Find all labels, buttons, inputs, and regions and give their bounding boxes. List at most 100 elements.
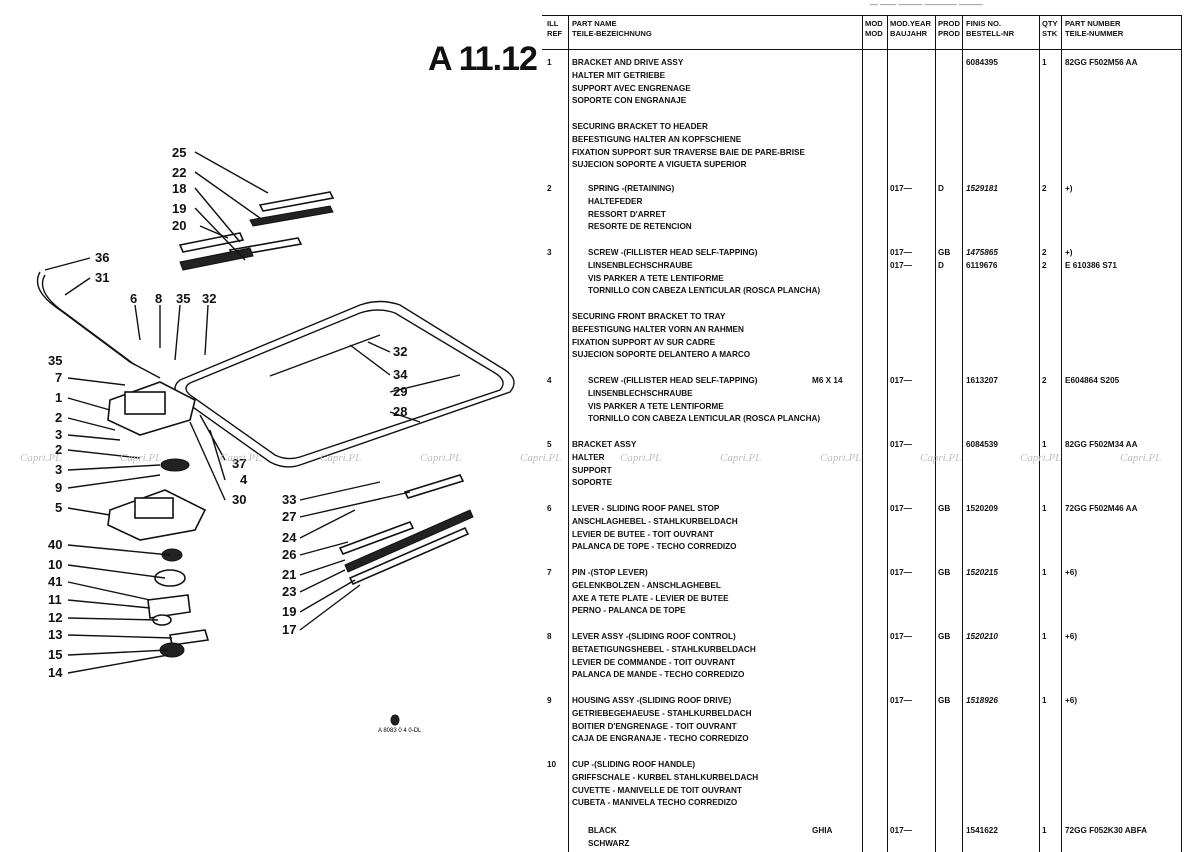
part-name-line: SUPPORT AVEC ENGRENAGE <box>572 83 691 93</box>
ill-ref-cell: 10 <box>547 760 557 769</box>
part-name-line: CUP -(SLIDING ROOF HANDLE) <box>572 760 696 769</box>
part-name-line: PALANCA DE MANDE - TECHO CORREDIZO <box>572 670 745 680</box>
watermark-text: Capri.PL <box>620 452 662 464</box>
prod-cell: GB <box>938 503 962 516</box>
callout-41: 41 <box>48 574 62 589</box>
mod-year-cell-value: 017— <box>890 826 912 835</box>
part-name-line: TORNILLO CON CABEZA LENTICULAR (ROSCA PL… <box>588 286 821 296</box>
part-number-cell: +6) <box>1065 631 1180 644</box>
callout-19b: 19 <box>282 604 296 619</box>
mod-year-cell-value: 017— <box>890 376 912 385</box>
watermark-text: Capri.PL <box>220 452 262 464</box>
mod-year-cell-value-2: 017— <box>890 260 912 270</box>
column-divider <box>1039 15 1040 852</box>
finis-number-cell: 1613207 <box>966 375 1040 388</box>
part-name-line: BEFESTIGUNG HALTER AN KOPFSCHIENE <box>572 134 742 144</box>
qty-cell: 2 <box>1042 375 1062 388</box>
callout-30: 30 <box>232 492 246 507</box>
callout-17: 17 <box>282 622 296 637</box>
part-name-line: LEVER ASSY -(SLIDING ROOF CONTROL) <box>572 632 736 641</box>
part-number-cell-value: +6) <box>1065 568 1078 577</box>
part-number-cell-value: 72GG F052K30 ABFA <box>1065 826 1148 835</box>
finis-number-cell-value: 1518926 <box>966 696 998 705</box>
part-name-line: FIXATION SUPPORT SUR TRAVERSE BAIE DE PA… <box>572 147 805 157</box>
part-name-line: SUJECION SOPORTE A VIGUETA SUPERIOR <box>572 160 747 170</box>
prod-cell-value: GB <box>938 248 951 257</box>
mod-year-cell: 017— <box>890 695 936 708</box>
part-name-line: HALTEFEDER <box>588 196 643 206</box>
header-rule-top <box>542 15 1182 16</box>
part-name-cell: SCREW -(FILLISTER HEAD SELF-TAPPING) LINS… <box>572 375 878 426</box>
watermark-text: Capri.PL <box>820 452 862 464</box>
callout-33: 33 <box>282 492 296 507</box>
diagram-stamp: A 8083 0 4 0-DL <box>378 714 422 734</box>
finis-number-cell: 6084539 <box>966 439 1040 452</box>
qty-cell-value: 1 <box>1042 504 1047 513</box>
column-divider <box>862 15 863 852</box>
part-name-line: LINSENBLECHSCHRAUBE <box>588 388 693 398</box>
part-name-line: GETRIEBEGEHAEUSE - STAHLKURBELDACH <box>572 708 752 718</box>
part-name-line: LEVIER DE COMMANDE - TOIT OUVRANT <box>572 657 736 667</box>
part-name-line: CUBETA - MANIVELA TECHO CORREDIZO <box>572 798 738 808</box>
mod-year-cell-value: 017— <box>890 248 912 257</box>
part-name-line: ANSCHLAGHEBEL - STAHLKURBELDACH <box>572 516 738 526</box>
callout-23: 23 <box>282 584 296 599</box>
part-name-line: LEVER - SLIDING ROOF PANEL STOP <box>572 504 720 513</box>
callout-8: 8 <box>155 291 162 306</box>
part-number-cell-value: +) <box>1065 248 1073 257</box>
part-name-line: GRIFFSCHALE - KURBEL STAHLKURBELDACH <box>572 772 759 782</box>
part-name-line: PALANCA DE TOPE - TECHO CORREDIZO <box>572 542 737 552</box>
callout-9: 9 <box>55 480 62 495</box>
part-name-line: SOPORTE CON ENGRANAJE <box>572 96 687 106</box>
part-name-line: SCREW -(FILLISTER HEAD SELF-TAPPING) <box>588 376 758 385</box>
watermark-text: Capri.PL <box>120 452 162 464</box>
watermark-row: Capri.PL Capri.PL Capri.PL Capri.PL Capri.PL… <box>0 452 1200 468</box>
callout-28: 28 <box>393 404 407 419</box>
qty-cell-value-2: 2 <box>1042 260 1047 270</box>
cable-left-2 <box>41 274 136 366</box>
part-name-line: HALTER MIT GETRIEBE <box>572 70 666 80</box>
rail-strips-bottom <box>338 474 474 586</box>
part-name-line: BETAETIGUNGSHEBEL - STAHLKURBELDACH <box>572 644 756 654</box>
callout-24: 24 <box>282 530 297 545</box>
watermark-text: Capri.PL <box>320 452 362 464</box>
callout-27: 27 <box>282 509 296 524</box>
header-rule-bottom <box>542 49 1182 50</box>
watermark-text: Capri.PL <box>1020 452 1062 464</box>
part-number-cell: +6) <box>1065 567 1180 580</box>
top-scrap-text: — —— ——— ———— ——— <box>870 0 983 9</box>
finis-number-cell-value: 1529181 <box>966 184 998 193</box>
qty-cell-value: 1 <box>1042 58 1047 67</box>
prod-cell-value: GB <box>938 632 951 641</box>
qty-cell: 1 <box>1042 439 1062 452</box>
callout-2b: 2 <box>55 442 62 457</box>
ill-ref-cell: 4 <box>547 376 552 385</box>
finis-number-cell-value: 1520215 <box>966 568 998 577</box>
ill-ref-cell: 1 <box>547 58 552 67</box>
callout-36: 36 <box>95 250 109 265</box>
callout-numbers: 25 22 18 19 20 36 31 6 8 35 32 35 7 1 2 … <box>48 145 408 680</box>
qty-cell: 1 <box>1042 567 1062 580</box>
prod-cell-value-2: D <box>938 260 944 270</box>
callout-5: 5 <box>55 500 62 515</box>
part-spec-note: M6 X 14 <box>812 376 843 385</box>
mod-year-cell-value: 017— <box>890 184 912 193</box>
mod-year-cell: 017— <box>890 631 936 644</box>
qty-cell: 1 <box>1042 631 1062 644</box>
prod-cell-value: D <box>938 184 944 193</box>
callout-7: 7 <box>55 370 62 385</box>
finis-number-cell: 1520209 <box>966 503 1040 516</box>
qty-cell: 1 <box>1042 825 1062 838</box>
part-number-cell: 82GG F502M34 AA <box>1065 439 1180 452</box>
mod-year-cell-value: 017— <box>890 504 912 513</box>
watermark-text: Capri.PL <box>420 452 462 464</box>
callout-15: 15 <box>48 647 62 662</box>
mod-year-cell: 017— <box>890 183 936 196</box>
callout-32: 32 <box>202 291 216 306</box>
finis-number-cell-value: 6084539 <box>966 440 998 449</box>
